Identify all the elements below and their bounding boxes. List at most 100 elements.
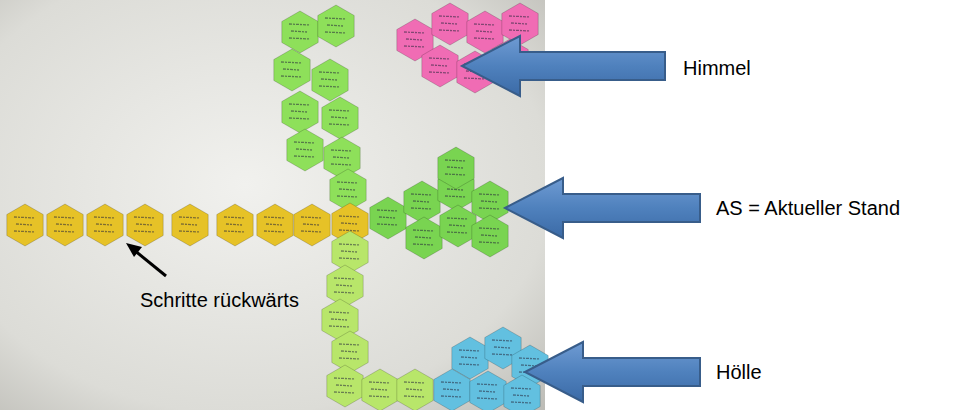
handwriting-scribble [321, 79, 337, 80]
handwriting-scribble [494, 347, 510, 348]
handwriting-scribble [291, 31, 307, 32]
handwriting-scribble [54, 231, 75, 232]
handwriting-scribble [379, 217, 395, 218]
handwriting-scribble [477, 384, 498, 385]
handwriting-scribble [441, 23, 457, 24]
handwriting-scribble [14, 217, 35, 218]
handwriting-scribble [134, 217, 155, 218]
handwriting-scribble [181, 224, 197, 225]
handwriting-scribble [479, 242, 500, 243]
handwriting-scribble [136, 224, 152, 225]
hexagon-note [332, 331, 368, 373]
handwriting-scribble [511, 23, 527, 24]
hexagon-note [397, 369, 433, 410]
handwriting-scribble [319, 72, 340, 73]
handwriting-scribble [341, 251, 357, 252]
handwriting-scribble [445, 174, 466, 175]
hexagon-note [434, 369, 470, 410]
handwriting-scribble [334, 278, 355, 279]
handwriting-scribble [266, 224, 282, 225]
handwriting-scribble [479, 208, 500, 209]
handwriting-scribble [336, 285, 352, 286]
handwriting-scribble [447, 232, 468, 233]
hexagon-note [87, 204, 123, 246]
handwriting-scribble [301, 217, 322, 218]
handwriting-scribble [511, 402, 532, 403]
handwriting-scribble [481, 201, 497, 202]
hexagon-note [287, 129, 323, 171]
hexagon-note [274, 49, 310, 91]
hexagon-note [127, 204, 163, 246]
hexagon-note [404, 181, 440, 223]
handwriting-scribble [445, 160, 466, 161]
handwriting-scribble [411, 194, 432, 195]
handwriting-scribble [464, 78, 485, 79]
handwriting-scribble [329, 326, 350, 327]
handwriting-scribble [429, 72, 450, 73]
handwriting-scribble [439, 16, 460, 17]
handwriting-scribble [521, 365, 537, 366]
handwriting-scribble [329, 124, 350, 125]
handwriting-scribble [339, 216, 360, 217]
block-arrow [462, 36, 665, 96]
handwriting-scribble [96, 224, 112, 225]
block-arrow [525, 342, 700, 402]
hexagon-note [332, 231, 368, 273]
hexagon-note [294, 204, 330, 246]
handwriting-scribble [331, 164, 352, 165]
handwriting-scribble [281, 76, 302, 77]
block-arrow [505, 178, 700, 238]
hexagon-note [406, 217, 442, 259]
handwriting-scribble [415, 237, 431, 238]
handwriting-scribble [289, 38, 310, 39]
handwriting-scribble [413, 230, 434, 231]
hexagon-note [472, 215, 508, 257]
handwriting-scribble [406, 389, 422, 390]
handwriting-scribble [371, 389, 387, 390]
handwriting-scribble [94, 217, 115, 218]
handwriting-scribble [341, 351, 357, 352]
handwriting-scribble [283, 69, 299, 70]
hexagon-note [217, 204, 253, 246]
hexagon-note [438, 147, 474, 189]
handwriting-scribble [339, 244, 360, 245]
hexagon-note [327, 265, 363, 307]
hexagon-note [470, 371, 506, 410]
handwriting-scribble [445, 196, 466, 197]
hexagon-note [362, 369, 398, 410]
handwriting-scribble [447, 167, 463, 168]
handwriting-scribble [289, 118, 310, 119]
handwriting-scribble [339, 258, 360, 259]
handwriting-scribble [479, 391, 495, 392]
handwriting-scribble [404, 396, 425, 397]
handwriting-scribble [429, 58, 450, 59]
handwriting-scribble [443, 389, 459, 390]
hexagon-note [282, 11, 318, 53]
handwriting-scribble [331, 117, 347, 118]
handwriting-scribble [337, 196, 358, 197]
handwriting-scribble [339, 358, 360, 359]
handwriting-scribble [447, 189, 463, 190]
hexagon-note [282, 91, 318, 133]
handwriting-scribble [325, 32, 346, 33]
handwriting-scribble [377, 210, 398, 211]
handwriting-scribble [431, 65, 447, 66]
handwriting-scribble [492, 354, 513, 355]
handwriting-scribble [334, 378, 355, 379]
handwriting-scribble [461, 357, 477, 358]
handwriting-scribble [404, 46, 425, 47]
annotation-label: Hölle [716, 360, 762, 384]
hexagon-note [440, 205, 476, 247]
handwriting-scribble [224, 217, 245, 218]
hexagon-note [422, 45, 458, 87]
handwriting-scribble [511, 388, 532, 389]
handwriting-scribble [449, 225, 465, 226]
handwriting-scribble [413, 201, 429, 202]
handwriting-scribble [404, 32, 425, 33]
handwriting-scribble [404, 382, 425, 383]
handwriting-scribble [341, 223, 357, 224]
pointer-arrow-head [126, 243, 142, 257]
handwriting-scribble [224, 231, 245, 232]
handwriting-scribble [513, 395, 529, 396]
